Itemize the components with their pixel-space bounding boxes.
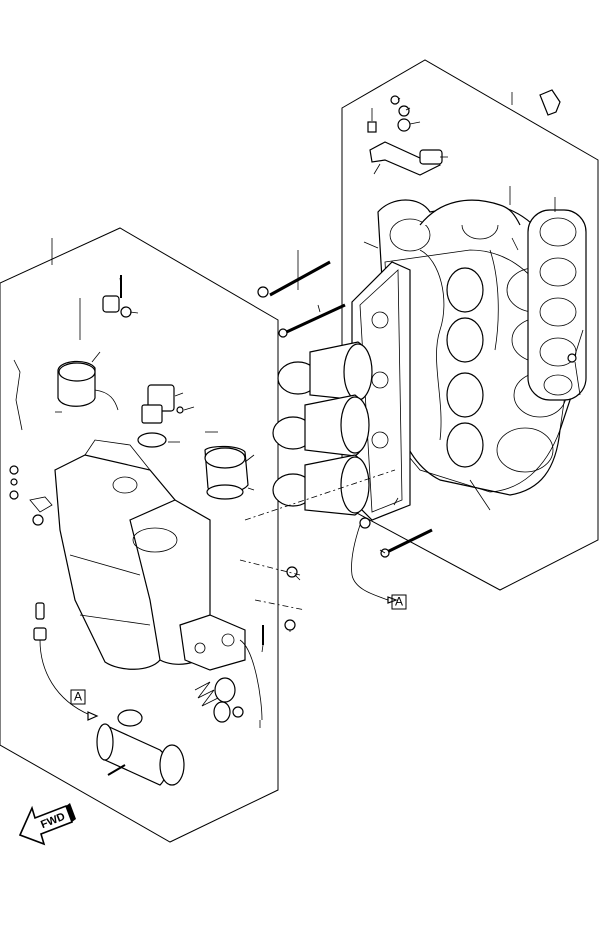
bolt-13 [567, 353, 577, 363]
hose-right [351, 524, 389, 601]
hose-34 [39, 639, 91, 716]
alignment-line-2 [239, 559, 301, 576]
spring-50 [194, 677, 244, 723]
ref-marker-right-label: A [395, 595, 403, 609]
gasket-2 [527, 209, 587, 401]
alignment-line-3 [254, 599, 306, 611]
nut-63 [257, 286, 269, 298]
valve-25 [137, 384, 184, 448]
filter-24 [96, 709, 185, 786]
sensor-16 [102, 295, 132, 318]
ref-marker-left-label: A [74, 690, 82, 704]
bolt-58 [279, 303, 346, 337]
rod-32 [239, 639, 263, 721]
throttle-body-upper [277, 341, 373, 401]
assembly-frame-left [0, 227, 279, 843]
screw-54 [286, 566, 298, 578]
throttle-body-lower [272, 454, 370, 516]
gasket-3 [384, 249, 571, 493]
sensor-bracket [367, 95, 443, 176]
small-parts-left [9, 359, 53, 526]
ref-marker-right: A [391, 594, 407, 610]
throttle-body-22 [204, 445, 249, 500]
bolt-59 [384, 528, 433, 555]
fwd-arrow-icon: FWD [18, 803, 76, 846]
bolt-60 [269, 260, 331, 297]
nut-62 [359, 517, 371, 529]
throttle-linkage [179, 614, 246, 671]
screw-55 [284, 619, 296, 631]
bracket-64 [539, 89, 561, 116]
hose-12 [419, 199, 521, 226]
plug-33 [35, 602, 45, 620]
alignment-line-1 [244, 469, 396, 521]
throttle-body-middle [272, 394, 370, 457]
clamp-26 [33, 627, 47, 641]
ref-marker-left: A [70, 689, 86, 705]
bolt-29 [107, 764, 126, 776]
fuel-pump-18 [57, 360, 119, 411]
leader-lines [51, 92, 584, 728]
